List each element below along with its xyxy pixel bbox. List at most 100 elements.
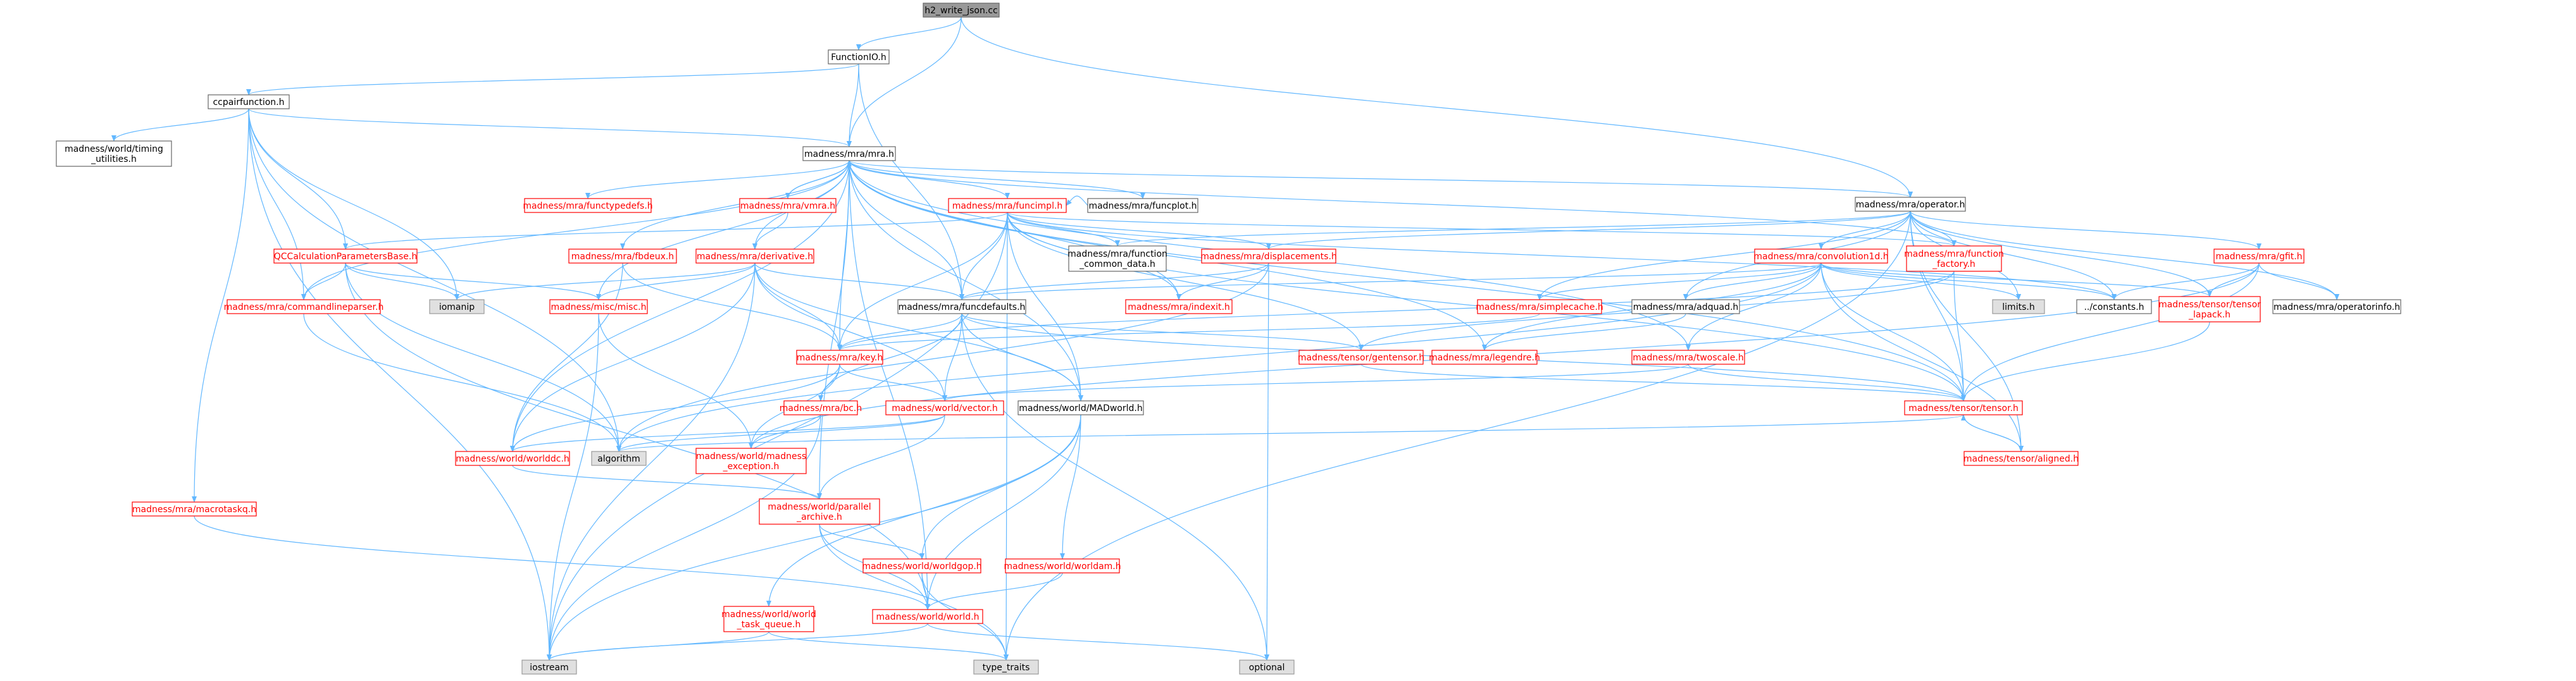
- node-box: [1963, 451, 2079, 466]
- node-label: madness/mra/macrotaskq.h: [132, 505, 256, 515]
- node-optional[interactable]: optional: [1239, 660, 1295, 675]
- node-box: [802, 146, 896, 161]
- node-box: [1904, 400, 2023, 415]
- node-madworld[interactable]: madness/world/MADworld.h: [1017, 400, 1144, 415]
- node-world[interactable]: madness/world/world.h: [872, 609, 983, 624]
- edge-derivative-to-key: [754, 262, 842, 351]
- node-twoscale[interactable]: madness/mra/twoscale.h: [1631, 350, 1745, 365]
- edge-funcdefaults-to-bc: [818, 313, 962, 402]
- node-box: [1017, 400, 1144, 415]
- node-vector[interactable]: madness/world/vector.h: [885, 400, 1004, 415]
- node-box: [1631, 299, 1740, 314]
- node-aligned[interactable]: madness/tensor/aligned.h: [1963, 451, 2079, 466]
- edge-operator-to-lapack: [1910, 211, 2212, 297]
- node-box: [796, 350, 883, 365]
- node-adquad[interactable]: madness/mra/adquad.h: [1631, 299, 1740, 314]
- node-worldam[interactable]: madness/world/worldam.h: [1004, 558, 1121, 574]
- node-displacements[interactable]: madness/mra/displacements.h: [1200, 248, 1337, 264]
- edge-funcimpl-to-gentensor: [1007, 212, 1364, 351]
- node-operator[interactable]: madness/mra/operator.h: [1855, 197, 1966, 212]
- node-iostream[interactable]: iostream: [521, 660, 577, 675]
- node-madexc[interactable]: madness/world/madness_exception.h: [695, 448, 807, 474]
- node-worlddc[interactable]: madness/world/worlddc.h: [455, 451, 570, 466]
- node-funcfactory[interactable]: madness/mra/function_factory.h: [1904, 245, 2004, 272]
- edge-madworld-to-world: [925, 414, 1081, 610]
- edge-key-to-worlddc: [510, 364, 840, 452]
- edge-funcimpl-to-funcdefaults: [959, 212, 1008, 300]
- node-label: madness/world/world: [721, 610, 816, 620]
- node-qccalc[interactable]: QCCalculationParametersBase.h: [273, 248, 418, 264]
- node-box: [1068, 245, 1167, 272]
- node-legendre[interactable]: madness/mra/legendre.h: [1429, 350, 1540, 365]
- node-cmdparser[interactable]: madness/mra/commandlineparser.h: [224, 299, 384, 314]
- node-lapack[interactable]: madness/tensor/tensor_lapack.h: [2158, 296, 2261, 322]
- node-box: [1125, 299, 1233, 314]
- node-label: madness/mra/adquad.h: [1633, 302, 1739, 312]
- node-functypedefs[interactable]: madness/mra/functypedefs.h: [523, 198, 653, 213]
- node-key[interactable]: madness/mra/key.h: [796, 350, 883, 365]
- edge-vmra-to-mra: [787, 160, 852, 199]
- node-constants[interactable]: ../constants.h: [2076, 299, 2152, 314]
- node-root[interactable]: h2_write_json.cc: [923, 3, 1000, 18]
- node-functionio[interactable]: FunctionIO.h: [828, 49, 890, 64]
- node-fbdeux[interactable]: madness/mra/fbdeux.h: [568, 248, 677, 264]
- node-funccommon[interactable]: madness/mra/function_common_data.h: [1067, 245, 1167, 272]
- node-convolution1d[interactable]: madness/mra/convolution1d.h: [1753, 248, 1889, 264]
- node-label: FunctionIO.h: [831, 52, 886, 63]
- node-tensor[interactable]: madness/tensor/tensor.h: [1904, 400, 2023, 415]
- node-timing[interactable]: madness/world/timing_utilities.h: [56, 140, 172, 167]
- edge-derivative-to-iomanip: [454, 262, 756, 300]
- node-ccpair[interactable]: ccpairfunction.h: [208, 94, 290, 109]
- node-bc[interactable]: madness/mra/bc.h: [780, 400, 862, 415]
- edge-layer: [111, 16, 2339, 661]
- edge-qccalc-to-world: [345, 262, 930, 610]
- edge-mra-to-world: [849, 160, 930, 610]
- node-gentensor[interactable]: madness/tensor/gentensor.h: [1298, 350, 1424, 365]
- node-box: [455, 451, 570, 466]
- edge-funcfactory-to-key: [837, 271, 1955, 351]
- node-box: [273, 248, 418, 264]
- node-label: madness/mra/indexit.h: [1128, 302, 1230, 312]
- node-label: madness/mra/vmra.h: [740, 201, 835, 211]
- node-funcplot[interactable]: madness/mra/funcplot.h: [1087, 198, 1198, 213]
- node-operatorinfo[interactable]: madness/mra/operatorinfo.h: [2272, 299, 2401, 314]
- edge-funcimpl-to-qccalc: [343, 212, 1008, 250]
- edge-gfit-to-tensor: [1961, 262, 2260, 402]
- edge-ccpair-to-iomanip: [248, 108, 459, 300]
- node-taskqueue[interactable]: madness/world/world_task_queue.h: [721, 606, 816, 632]
- edge-funcimpl-to-iostream: [547, 212, 1008, 661]
- node-misc[interactable]: madness/misc/misc.h: [549, 299, 648, 314]
- node-typetraits[interactable]: type_traits: [973, 660, 1039, 675]
- node-funcdefaults[interactable]: madness/mra/funcdefaults.h: [897, 299, 1026, 314]
- node-funcimpl[interactable]: madness/mra/funcimpl.h: [948, 198, 1067, 213]
- node-box: [723, 606, 814, 632]
- edge-simplecache-to-key: [837, 313, 1540, 351]
- node-box: [429, 299, 485, 314]
- node-gfit[interactable]: madness/mra/gfit.h: [2213, 248, 2305, 264]
- edge-misc-to-iostream: [547, 313, 599, 661]
- node-label: madness/mra/functypedefs.h: [523, 201, 652, 211]
- node-box: [1906, 245, 2002, 272]
- node-label: madness/world/timing: [65, 144, 163, 154]
- node-label: madness/mra/fbdeux.h: [571, 252, 674, 262]
- node-box: [1298, 350, 1424, 365]
- node-limits[interactable]: limits.h: [1992, 299, 2045, 314]
- node-simplecache[interactable]: madness/mra/simplecache.h: [1476, 299, 1603, 314]
- node-algorithm[interactable]: algorithm: [591, 451, 647, 466]
- edge-mra-to-funcimpl: [849, 160, 1010, 199]
- node-derivative[interactable]: madness/mra/derivative.h: [695, 248, 814, 264]
- edge-convolution1d-to-twoscale: [1686, 262, 1822, 351]
- node-box: [973, 660, 1039, 675]
- edge-gfit-to-operatorinfo: [2258, 262, 2339, 300]
- node-label: h2_write_json.cc: [924, 6, 997, 16]
- edge-mra-to-cmdparser: [301, 160, 850, 300]
- node-iomanip[interactable]: iomanip: [429, 299, 485, 314]
- node-worldgop[interactable]: madness/world/worldgop.h: [862, 558, 982, 574]
- node-vmra[interactable]: madness/mra/vmra.h: [739, 198, 837, 213]
- node-mra[interactable]: madness/mra/mra.h: [802, 146, 896, 161]
- node-parallel[interactable]: madness/world/parallel_archive.h: [759, 498, 880, 525]
- node-indexit[interactable]: madness/mra/indexit.h: [1125, 299, 1233, 314]
- node-macrotaskq[interactable]: madness/mra/macrotaskq.h: [132, 501, 257, 517]
- node-box: [521, 660, 577, 675]
- edge-derivative-to-funcdefaults: [754, 262, 964, 300]
